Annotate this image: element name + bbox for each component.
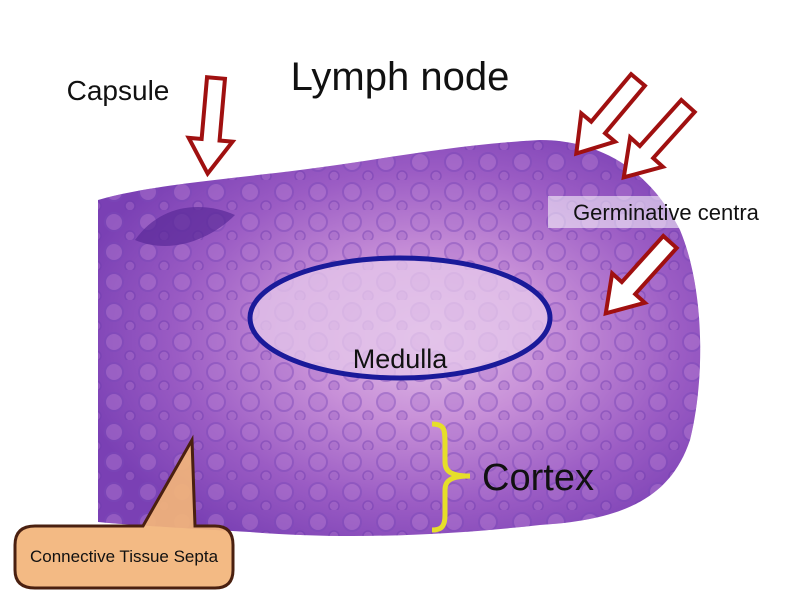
germinative-label-backdrop bbox=[548, 196, 784, 228]
capsule-arrow-icon bbox=[183, 74, 240, 178]
capsule-tissue bbox=[135, 207, 235, 246]
medulla-label: Medulla bbox=[353, 344, 449, 374]
title: Lymph node bbox=[291, 55, 510, 99]
cortex-brace bbox=[431, 421, 471, 533]
septa-label: Connective Tissue Septa bbox=[30, 547, 219, 566]
capsule-label: Capsule bbox=[67, 75, 170, 106]
cortex-label: Cortex bbox=[482, 457, 594, 499]
medulla-region bbox=[250, 258, 550, 378]
germinative-centra-label: Germinative centra bbox=[573, 200, 760, 225]
septa-callout bbox=[13, 434, 235, 590]
medulla-outline bbox=[247, 255, 553, 381]
